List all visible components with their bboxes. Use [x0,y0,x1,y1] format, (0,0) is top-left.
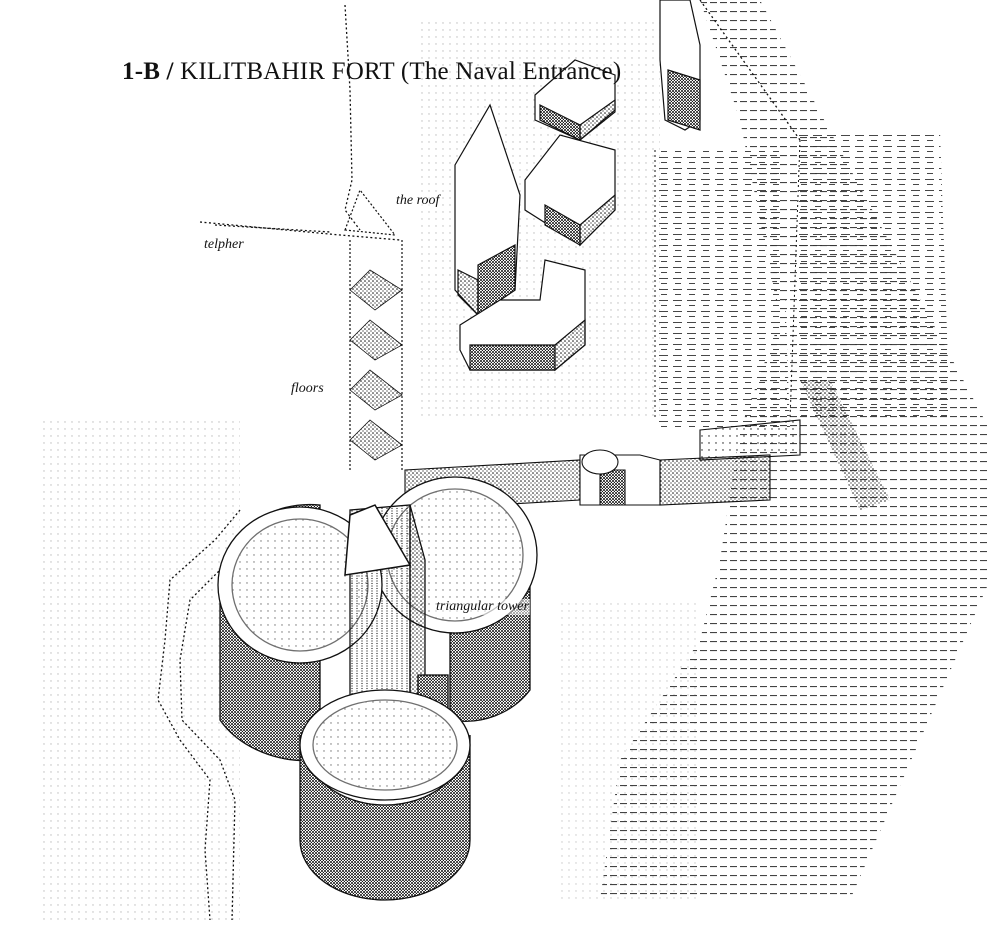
exploded-floors [344,188,403,470]
site-boundary [157,4,401,921]
label-the-roof: the roof [395,193,441,209]
upper-buildings [454,0,701,372]
floor-plates [349,269,403,461]
figure-title: 1-B / KILITBAHIR FORT (The Naval Entranc… [122,58,621,86]
label-floors: floors [290,381,325,397]
fort-body [217,476,538,901]
label-triangular-tower: triangular tower [435,599,530,615]
figure-title-text: KILITBAHIR FORT (The Naval Entrance) [180,58,622,85]
figure-code: 1-B / [122,58,181,85]
label-telpher: telpher [203,237,245,253]
